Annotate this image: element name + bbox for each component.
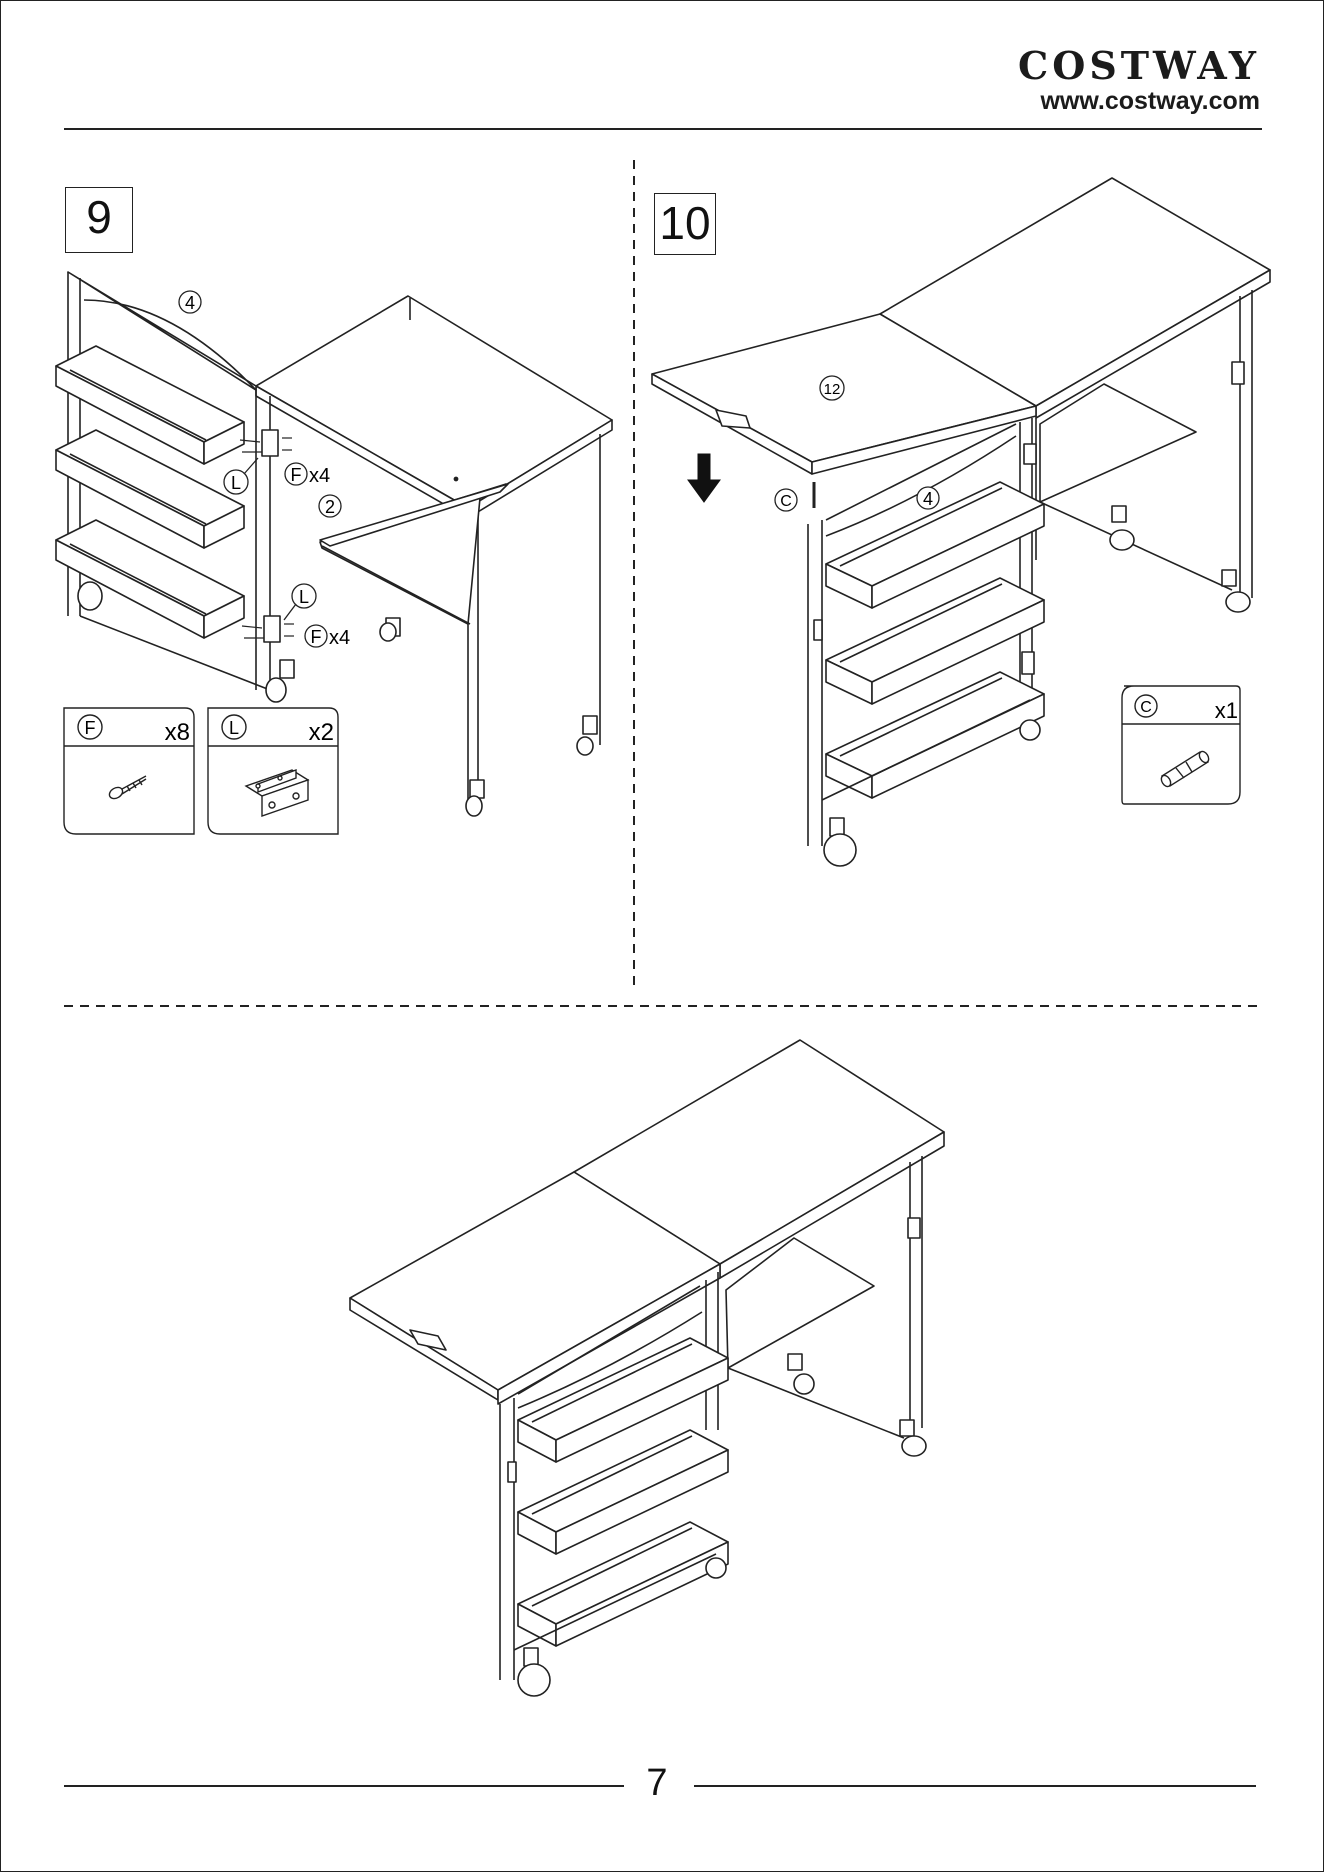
step9-callout-F-bottom: F [311, 627, 322, 647]
step10-caster [1226, 592, 1250, 612]
step10-callout-C: C [780, 493, 792, 510]
step10-callout-4: 4 [923, 489, 933, 509]
part-C-qty: x1 [1215, 698, 1238, 723]
step9-callout-2: 2 [325, 497, 335, 517]
step10-hinge-bottom [1022, 652, 1034, 674]
step9-callout-4: 4 [185, 293, 195, 313]
step9-hinge-top [262, 430, 278, 456]
step9-callout-F-top: F [291, 465, 302, 485]
part-F-qty: x8 [165, 719, 190, 746]
step10-hinge-top [1024, 444, 1036, 464]
step9-qty-top: x4 [309, 465, 330, 487]
completed-assembly [350, 1040, 944, 1696]
part-F-letter: F [85, 718, 96, 738]
step10-callout-12: 12 [824, 381, 841, 398]
page-number: 7 [630, 1762, 684, 1805]
final-caster [518, 1664, 550, 1696]
part-C-letter: C [1140, 699, 1152, 716]
step9-callout-L-bottom: L [299, 587, 309, 607]
step9-hinge-bottom [264, 616, 280, 642]
step9-caster [466, 796, 482, 816]
push-down-arrow [688, 454, 720, 502]
step9-callout-L-top: L [231, 473, 241, 493]
step9-qty-bottom: x4 [329, 627, 350, 649]
part-L-letter: L [229, 718, 239, 738]
part-L-qty: x2 [309, 719, 334, 746]
